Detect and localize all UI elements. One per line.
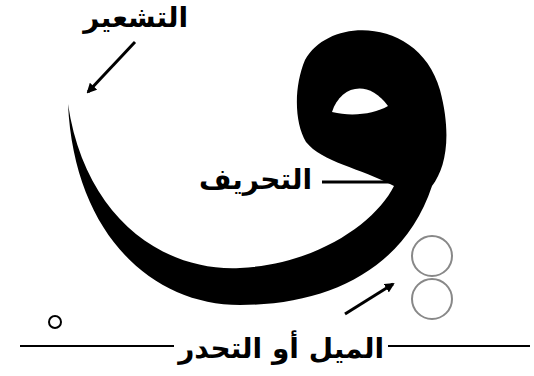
leader-arrow [88,42,135,92]
waw-letter [68,30,446,305]
dot-measure [412,279,452,319]
letter-counter [332,88,388,114]
leader-arrow [345,284,393,314]
dot-measure [412,236,452,276]
leader-arrow [322,181,428,184]
small-circle [49,316,61,328]
part-label: التحريف [195,164,316,196]
part-label: الميل أو التحدر [174,333,388,365]
part-label: التشعير [79,2,192,34]
